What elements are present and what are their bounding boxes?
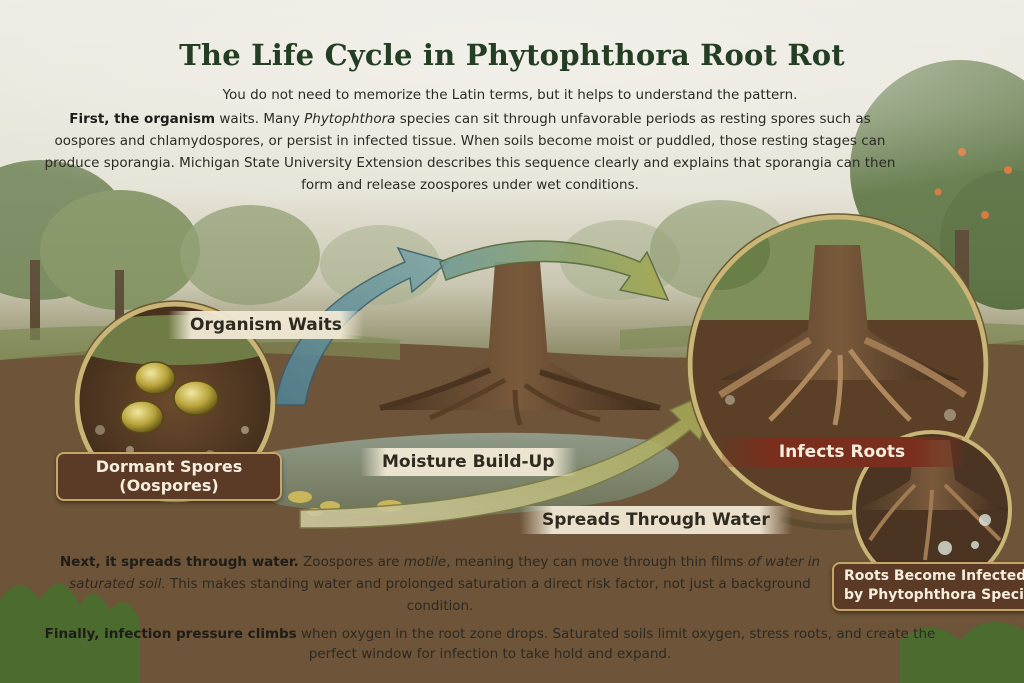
paragraph-spreads: Next, it spreads through water. Zoospore… bbox=[40, 551, 840, 617]
paragraph-italic: motile bbox=[403, 554, 447, 570]
label-moisture-build-up: Moisture Build-Up bbox=[360, 448, 577, 476]
label-spreads-through-water: Spreads Through Water bbox=[520, 506, 792, 534]
paragraph-infection: Finally, infection pressure climbs when … bbox=[40, 624, 940, 664]
label-organism-waits: Organism Waits bbox=[168, 311, 364, 339]
label-infects-roots: Infects Roots bbox=[722, 437, 962, 467]
label-dormant-spores-line2: (Oospores) bbox=[119, 476, 219, 495]
foreground-grass bbox=[0, 583, 1024, 683]
page-title: The Life Cycle in Phytophthora Root Rot bbox=[179, 38, 845, 72]
paragraph-text: when oxygen in the root zone drops. Satu… bbox=[296, 626, 936, 662]
label-roots-line2: by Phytophthora Species bbox=[844, 587, 1024, 603]
label-roots-line1: Roots Become Infected bbox=[844, 568, 1024, 584]
roots-infected-circle bbox=[852, 430, 1012, 590]
paragraph-organism-waits: First, the organism waits. Many Phytopht… bbox=[40, 108, 900, 196]
arrow-top bbox=[439, 240, 670, 302]
paragraph-text: species can sit through unfavorable peri… bbox=[44, 111, 896, 193]
spore bbox=[120, 400, 164, 434]
label-roots-become-infected: Roots Become Infected by Phytophthora Sp… bbox=[832, 562, 1024, 611]
spore bbox=[173, 380, 219, 416]
paragraph-text: waits. Many bbox=[215, 111, 305, 127]
label-dormant-spores-line1: Dormant Spores bbox=[95, 457, 243, 476]
paragraph-text: , meaning they can move through thin fil… bbox=[446, 554, 748, 570]
paragraph-text: Zoospores are bbox=[298, 554, 404, 570]
label-dormant-spores: Dormant Spores (Oospores) bbox=[56, 452, 282, 501]
paragraph-italic: Phytophthora bbox=[304, 111, 396, 127]
intro-text: You do not need to memorize the Latin te… bbox=[222, 87, 798, 103]
fog bbox=[0, 0, 1024, 240]
paragraph-lead: Finally, infection pressure climbs bbox=[44, 626, 297, 642]
paragraph-lead: First, the organism bbox=[69, 111, 216, 127]
central-tree bbox=[379, 262, 661, 426]
paragraph-lead: Next, it spreads through water. bbox=[59, 554, 299, 570]
arrow-spreads bbox=[780, 515, 865, 530]
paragraph-text: This makes standing water and prolonged … bbox=[165, 576, 811, 614]
spore bbox=[134, 361, 176, 395]
paragraph-italic: of water in saturated soil. bbox=[69, 554, 821, 592]
